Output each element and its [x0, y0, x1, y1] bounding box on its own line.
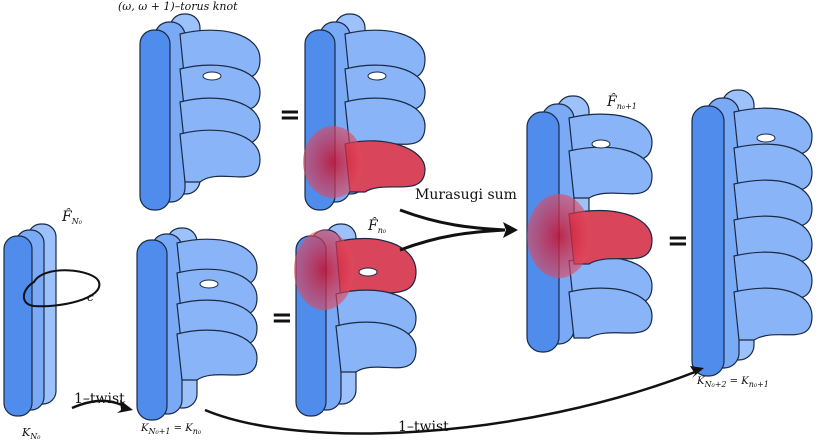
torus-knot-surface-right — [303, 13, 426, 211]
label-F-hat-n0: F̂n₀ — [368, 218, 387, 235]
label-K-N0-plus2: KN₀+2 = Kn₀+1 — [697, 376, 769, 389]
arrowhead-one-twist-b — [690, 366, 704, 378]
surface-F-n0-plus1 — [526, 95, 653, 353]
label-torus-knot: (ω, ω + 1)–torus knot — [118, 0, 238, 13]
surface-K-N0-plus2 — [691, 89, 813, 377]
equals-top: = — [279, 100, 301, 130]
arrowhead-one-twist-a — [117, 400, 133, 413]
label-K-N0: KN₀ — [22, 426, 41, 441]
label-one-twist-b: 1–twist — [398, 419, 449, 435]
label-one-twist-a: 1–twist — [74, 391, 125, 407]
surface-K-N0-plus1 — [136, 227, 258, 421]
equals-right: = — [667, 226, 689, 256]
arrow-one-twist-b — [204, 370, 696, 435]
equals-middle: = — [271, 303, 293, 333]
surface-F-n0 — [294, 223, 417, 417]
label-K-N0-plus1: KN₀+1 = Kn₀ — [141, 423, 202, 436]
arrow-one-twist-a — [71, 399, 123, 410]
arrowhead-murasugi — [503, 222, 518, 238]
label-F-hat-n0-plus1: F̂n₀+1 — [607, 94, 637, 111]
arrow-murasugi-sum — [399, 208, 506, 252]
torus-knot-surface-left — [139, 13, 261, 211]
label-F-hat-N0: F̂N₀ — [62, 209, 82, 226]
label-c: c — [87, 290, 94, 304]
surface-F-N0 — [3, 223, 101, 417]
label-murasugi-sum: Murasugi sum — [415, 187, 517, 203]
